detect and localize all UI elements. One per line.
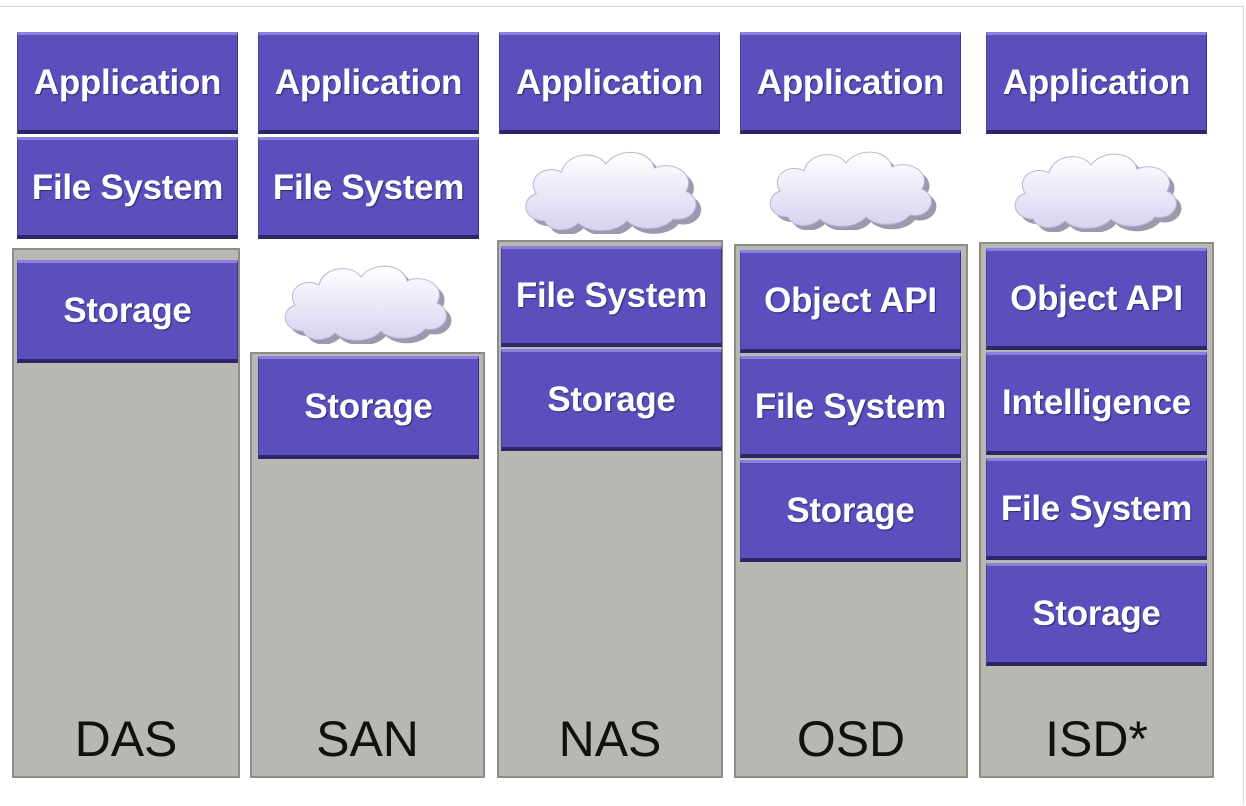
column-label: NAS [558,711,662,767]
application-box: Application [740,32,961,134]
storage-box: Storage [740,460,961,562]
cloud-icon [760,138,940,230]
application-box: Application [258,32,479,134]
column-label: ISD* [1045,711,1148,767]
storage-box: Storage [501,349,722,451]
column-label: OSD [796,711,906,767]
storage-box: Storage [258,356,479,459]
cloud-icon [275,252,455,344]
file-system-box: File System [740,356,961,458]
application-box: Application [986,32,1207,134]
file-system-box: File System [17,137,238,239]
application-box: Application [17,32,238,134]
intelligence-box: Intelligence [986,352,1207,455]
column-label: SAN [316,711,419,767]
diagram-frame [0,6,1244,804]
object-api-box: Object API [740,250,961,353]
column-label: DAS [74,711,178,767]
cloud-icon [1005,140,1185,232]
file-system-box: File System [258,137,479,239]
storage-box: Storage [17,260,238,363]
object-api-box: Object API [986,248,1207,350]
file-system-box: File System [501,246,722,347]
storage-box: Storage [986,563,1207,666]
cloud-icon [515,138,705,234]
file-system-box: File System [986,458,1207,560]
application-box: Application [499,32,720,134]
